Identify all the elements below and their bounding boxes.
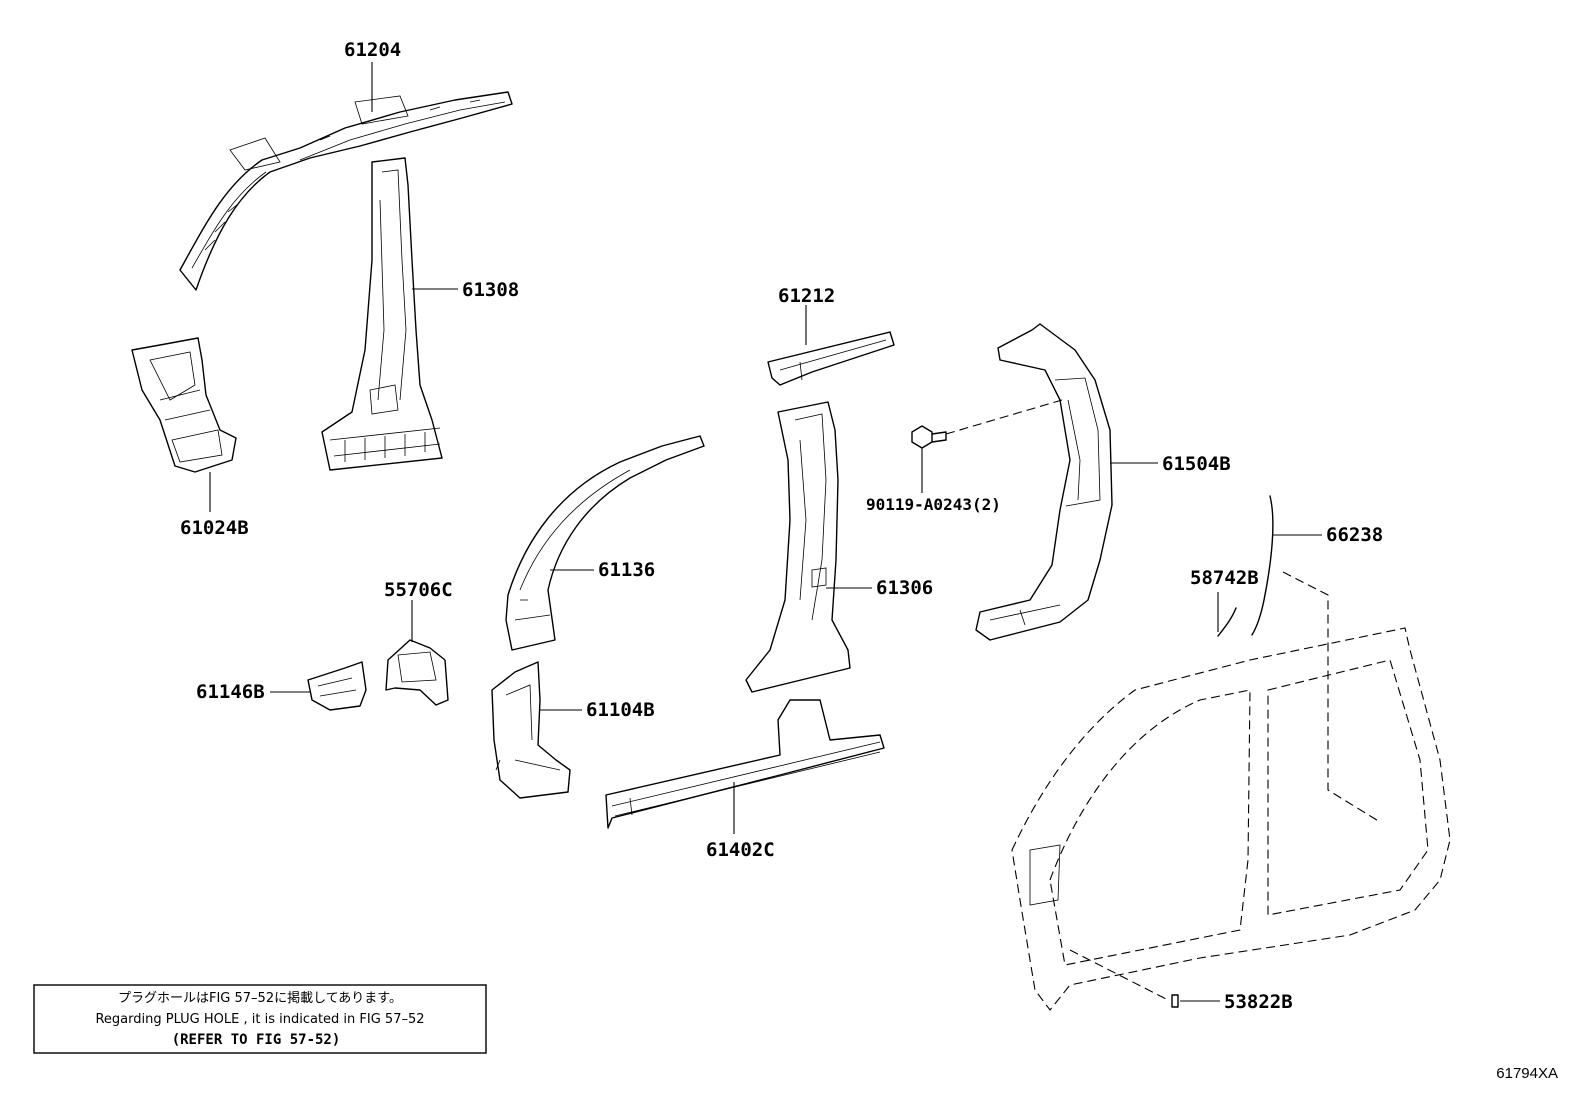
part-label-61204[interactable]: 61204 [344, 39, 401, 61]
part-label-61146B[interactable]: 61146B [196, 681, 265, 703]
part-label-61308[interactable]: 61308 [462, 279, 519, 301]
part-55706C-bracket[interactable] [385, 639, 449, 706]
part-61204-roof-side-rail[interactable] [179, 91, 513, 291]
part-61212-roof-rail[interactable] [767, 331, 895, 386]
part-label-90119[interactable]: 90119-A0243(2) [866, 495, 1001, 514]
plug-hole-note: プラグホールはFIG 57–52に掲載してあります。 Regarding PLU… [33, 984, 487, 1054]
note-line-jp: プラグホールはFIG 57–52に掲載してあります。 [118, 990, 402, 1006]
part-label-61136[interactable]: 61136 [598, 559, 655, 581]
part-label-61402C[interactable]: 61402C [706, 839, 775, 861]
part-body-side-outer[interactable] [1011, 627, 1451, 1011]
part-label-55706C[interactable]: 55706C [384, 579, 453, 601]
part-61402C-rocker[interactable] [605, 699, 885, 829]
part-61024B-cowl-side[interactable] [131, 337, 237, 473]
part-61504B-rear-pillar[interactable] [975, 323, 1113, 641]
note-box [33, 984, 487, 1054]
part-61146B-reinforcement[interactable] [307, 661, 367, 711]
part-label-61212[interactable]: 61212 [778, 285, 835, 307]
figure-id: 61794XA [1496, 1065, 1558, 1082]
part-61306-center-pillar[interactable] [745, 401, 851, 693]
note-line-en: Regarding PLUG HOLE , it is indicated in… [95, 1012, 424, 1027]
part-61136-front-pillar[interactable] [505, 435, 705, 651]
part-61308-pillar[interactable] [321, 157, 443, 471]
part-66238-strip[interactable] [1251, 495, 1274, 636]
part-53822B-clip[interactable] [1171, 994, 1179, 1008]
part-label-61504B[interactable]: 61504B [1162, 453, 1231, 475]
part-61104B-cowl-lower[interactable] [491, 661, 571, 799]
part-label-61024B[interactable]: 61024B [180, 517, 249, 539]
dashed-link-53822B [1069, 949, 1169, 1001]
part-label-61306[interactable]: 61306 [876, 577, 933, 599]
part-label-53822B[interactable]: 53822B [1224, 991, 1293, 1013]
part-label-66238[interactable]: 66238 [1326, 524, 1383, 546]
part-label-58742B[interactable]: 58742B [1190, 567, 1259, 589]
dashed-link-66238 [1282, 571, 1381, 823]
dashed-link-90119 [945, 399, 1063, 435]
part-label-61104B[interactable]: 61104B [586, 699, 655, 721]
part-58742B-seal[interactable] [1217, 607, 1237, 637]
part-90119-bolt[interactable] [911, 425, 947, 449]
note-line-ref: (REFER TO FIG 57-52) [172, 1032, 341, 1048]
